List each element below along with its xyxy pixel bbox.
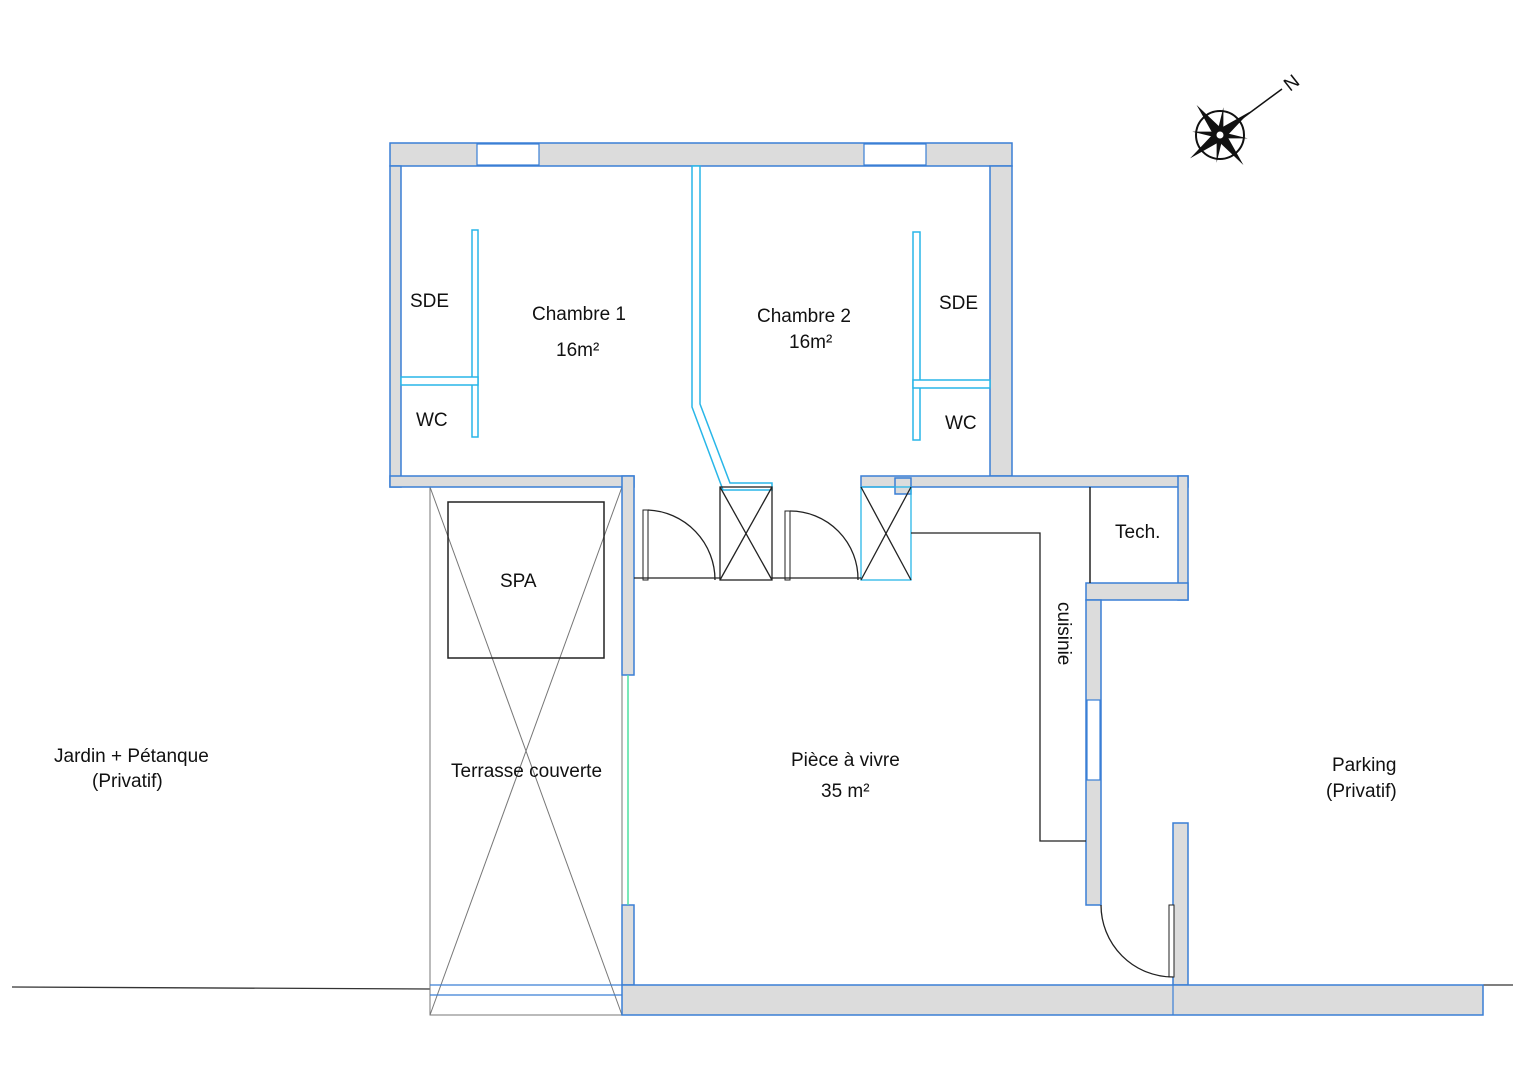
label-chambre1: Chambre 1 <box>532 304 626 325</box>
door-chambre2[interactable] <box>772 510 861 581</box>
label-cuisine: cuisinie <box>1053 602 1074 665</box>
label-chambre2-area: 16m² <box>789 332 832 353</box>
compass-icon <box>1190 88 1283 165</box>
label-wc-left: WC <box>416 410 448 431</box>
window <box>476 143 540 166</box>
label-piece-area: 35 m² <box>821 781 870 802</box>
spa-tub <box>447 501 605 659</box>
compass-north-label: N <box>1280 71 1304 96</box>
label-chambre1-area: 16m² <box>556 340 599 361</box>
entrance-door[interactable] <box>1100 904 1175 978</box>
label-chambre2: Chambre 2 <box>757 306 851 327</box>
ground-line-left <box>11 986 431 990</box>
label-sde-left: SDE <box>410 291 449 312</box>
label-parking-privatif: (Privatif) <box>1326 781 1397 802</box>
terrasse <box>429 486 623 1016</box>
closet <box>719 486 773 581</box>
label-spa: SPA <box>500 571 537 592</box>
partitions <box>400 165 991 491</box>
label-tech: Tech. <box>1115 522 1160 543</box>
door-chambre1[interactable] <box>634 509 720 581</box>
label-piece-a-vivre: Pièce à vivre <box>791 750 900 771</box>
label-wc-right: WC <box>945 413 977 434</box>
label-parking: Parking <box>1332 755 1396 776</box>
window <box>863 143 927 166</box>
kitchen-counter <box>911 532 1086 842</box>
label-jardin-privatif: (Privatif) <box>92 771 163 792</box>
closet <box>860 486 912 581</box>
label-jardin: Jardin + Pétanque <box>54 746 209 767</box>
window <box>1086 699 1101 781</box>
label-sde-right: SDE <box>939 293 978 314</box>
label-terrasse: Terrasse couverte <box>451 761 602 782</box>
walls <box>389 142 1484 1016</box>
